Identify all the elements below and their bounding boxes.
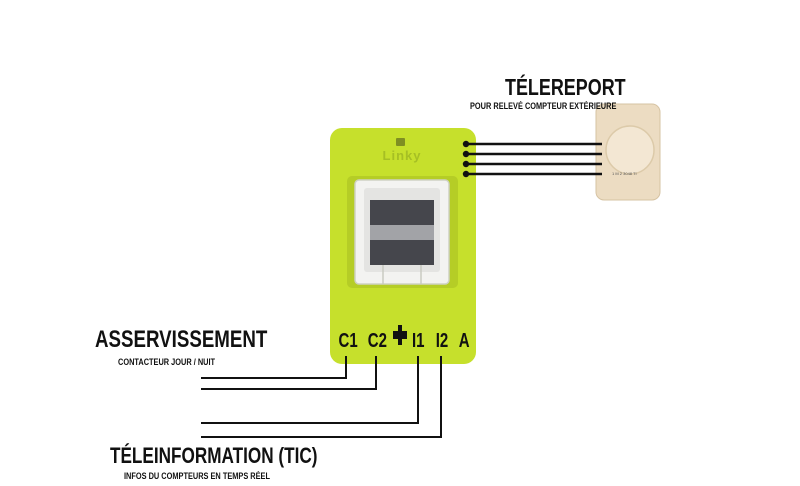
asservissement-subtitle: CONTACTEUR JOUR / NUIT (118, 357, 216, 367)
telereport-dial (605, 125, 655, 175)
c2-wire (201, 356, 377, 390)
terminal-i2: I2 (435, 330, 449, 352)
asservissement-title: ASSERVISSEMENT (95, 326, 268, 353)
terminal-c1: C1 (338, 330, 358, 352)
telereport-title: TÉLEREPORT (505, 74, 626, 100)
teleinformation-title: TÉLEINFORMATION (TIC) (110, 443, 318, 468)
asservissement-wires (201, 356, 377, 390)
teleinformation-wires (201, 356, 442, 438)
telereport-wire-dots (462, 140, 470, 178)
telereport-wires (466, 142, 602, 176)
terminal-a: A (458, 330, 470, 352)
i1-wire (201, 356, 419, 424)
display-screen-top (370, 200, 434, 225)
i2-wire (201, 356, 442, 438)
c1-wire (201, 356, 347, 379)
teleinformation-subtitle: INFOS DU COMPTEURS EN TEMPS RÉEL (124, 471, 270, 481)
terminal-separator-icon (393, 325, 407, 345)
display-screen-middle (370, 225, 434, 240)
terminal-i1: I1 (412, 330, 425, 352)
display-screen-bottom (370, 240, 434, 265)
telereport-subtitle: POUR RELEVÉ COMPTEUR EXTÉRIEURE (470, 101, 617, 111)
telereport-device-label: 1 M 2 3048 TI (612, 171, 637, 176)
meter-led (396, 138, 405, 146)
linky-logo: Linky (382, 148, 422, 163)
terminal-c2: C2 (367, 330, 387, 352)
